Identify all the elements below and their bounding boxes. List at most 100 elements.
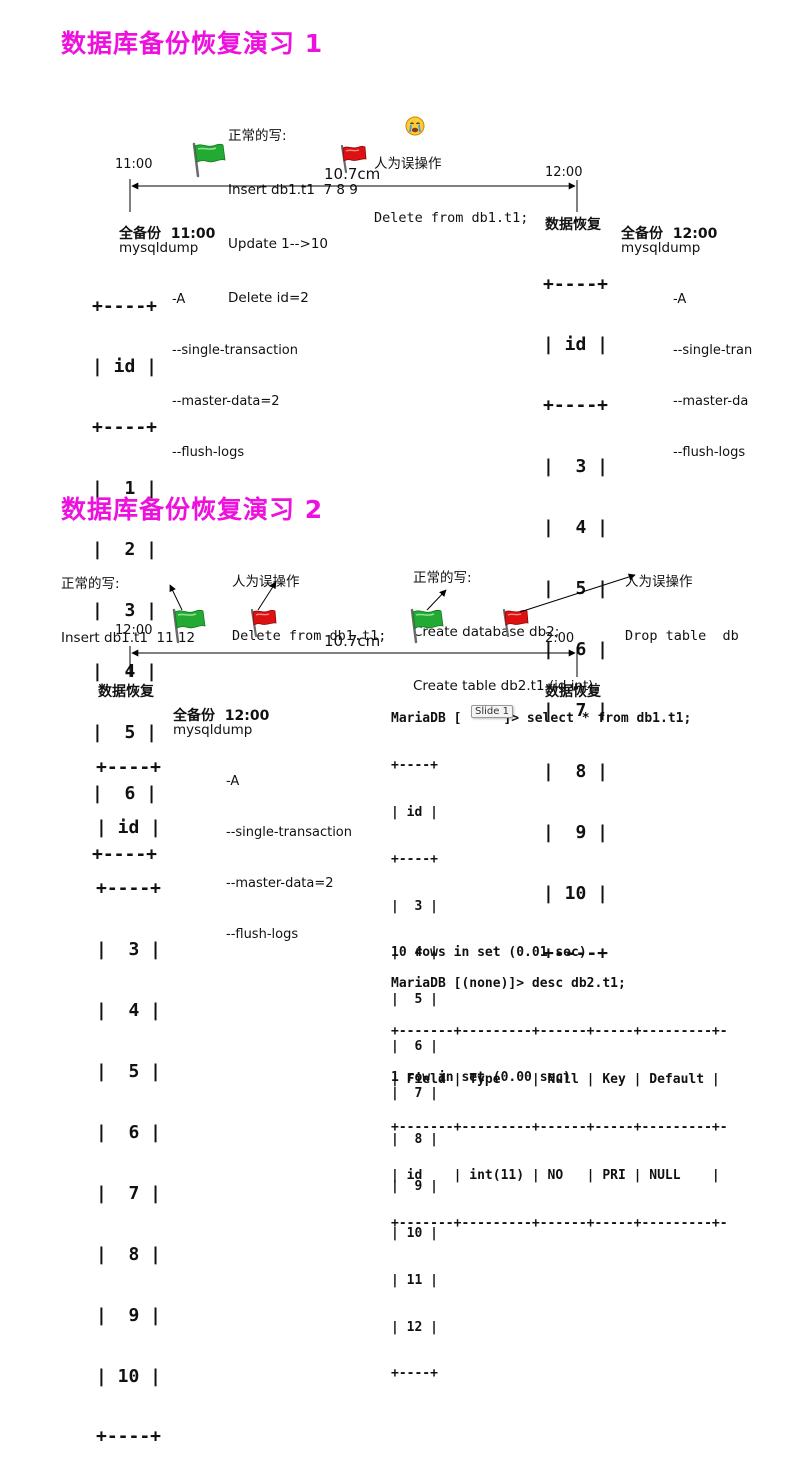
error-op-label: 人为误操作	[374, 156, 442, 172]
table-row: | 6 |	[391, 1038, 438, 1054]
table-row: +----+	[543, 943, 609, 965]
normal-writes-label: 正常的写:	[61, 576, 120, 592]
table-row: +----+	[96, 878, 162, 900]
console-prompt-select: MariaDB []> select * from db1.t1;	[391, 711, 691, 727]
normal-writes-1: 正常的写: Insert db1.t1 7 8 9 Update 1-->10 …	[228, 91, 358, 325]
callout-arrow	[257, 581, 277, 611]
normal-writes-label: 正常的写:	[228, 128, 287, 144]
backup-option: -A	[226, 774, 240, 789]
slide-tooltip: Slide 1	[471, 705, 513, 718]
backup-tool: mysqldump	[173, 722, 253, 738]
table-row: | 6 |	[96, 1121, 162, 1143]
crying-face-icon	[395, 97, 425, 136]
table-row: +-------+---------+------+-----+--------…	[391, 1024, 728, 1039]
data-restore-header: 数据恢复	[545, 217, 601, 233]
table-row: | 6 |	[543, 638, 609, 660]
table-row: | 1 |	[92, 478, 158, 500]
backup-option: -A	[172, 292, 186, 307]
green-flag-icon	[172, 608, 207, 644]
timeline1-end-time: 12:00	[545, 165, 583, 180]
table-row: | 3 |	[543, 456, 609, 478]
green-flag-icon	[192, 142, 227, 178]
backup-option: -A	[673, 292, 687, 307]
normal-writes-2a: 正常的写: Insert db1.t1 11 12	[61, 539, 195, 665]
table-row: | id |	[391, 804, 438, 820]
table-row: | 4 |	[96, 1000, 162, 1022]
table-row: | 5 |	[96, 1061, 162, 1083]
red-flag-icon	[250, 608, 278, 638]
table-row: +----+	[92, 295, 158, 317]
table-row: | 10 |	[543, 882, 609, 904]
table-row: | 11 |	[391, 1272, 438, 1288]
backup-options: -A --single-tran --master-da --flush-log…	[673, 257, 752, 478]
table-row: | id | int(11) | NO | PRI | NULL |	[391, 1168, 720, 1183]
normal-writes-line: Update 1-->10	[228, 236, 329, 252]
timeline2-end-time: 2:00	[545, 631, 575, 646]
table-row: +----+	[92, 843, 158, 865]
table-row: +----+	[543, 395, 609, 417]
table-row: +----+	[391, 851, 438, 867]
backup-tool: mysqldump	[119, 240, 199, 256]
diagram-graphics	[129, 142, 636, 677]
table-row: | id |	[96, 817, 162, 839]
backup-option: --single-transaction	[226, 825, 352, 840]
table-row: | 6 |	[92, 782, 158, 804]
table-row: | 9 |	[96, 1304, 162, 1326]
console-prompt-desc: MariaDB [(none)]> desc db2.t1;	[391, 976, 626, 991]
timeline2-start-time: 12:00	[115, 623, 153, 638]
red-flag-icon	[340, 144, 368, 174]
table-row: | 8 |	[543, 760, 609, 782]
table-row: | 3 |	[92, 600, 158, 622]
full-backup-header: 全备份 11:00	[119, 226, 216, 242]
error-op-command: Delete from db1.t1;	[374, 210, 529, 226]
table-row: | 3 |	[391, 898, 438, 914]
table-row: | 5 |	[92, 721, 158, 743]
data-restore-header: 数据恢复	[98, 684, 154, 700]
backup-option: --master-da	[673, 394, 749, 409]
table-row: +----+	[96, 1426, 162, 1448]
timeline2-distance: 10.7cm	[324, 632, 381, 650]
table-row: | 8 |	[96, 1243, 162, 1265]
select-result-summary: 10 rows in set (0.01 sec)	[391, 945, 587, 960]
backup-id-table: +----+ | id | +----+ | 1 | | 2 | | 3 | |…	[92, 256, 157, 885]
normal-writes-label: 正常的写:	[413, 570, 472, 586]
table-row: | Field | Type | Null | Key | Default |	[391, 1072, 720, 1087]
backup-option: --master-data=2	[172, 394, 280, 409]
restore-id-table: +----+ | id | +----+ | 3 | | 4 | | 5 | |…	[543, 234, 608, 985]
table-row: | 7 |	[96, 1182, 162, 1204]
error-op-command: Drop table db	[625, 628, 739, 644]
timeline1-distance: 10.7cm	[324, 165, 381, 183]
console-prompt-suffix: ]> select * from db1.t1;	[503, 711, 692, 726]
backup-option: --flush-logs	[673, 445, 746, 460]
table-row: | 7 |	[391, 1085, 438, 1101]
table-row: +-------+---------+------+-----+--------…	[391, 1216, 728, 1231]
error-op-2b: 人为误操作 Drop table db	[625, 537, 752, 663]
section2-title: 数据库备份恢复演习 2	[61, 495, 324, 524]
error-op-1: 人为误操作 Delete from db1.t1;	[374, 119, 528, 245]
error-op-label: 人为误操作	[625, 574, 693, 590]
callout-arrow	[169, 584, 183, 611]
backup-option: --flush-logs	[172, 445, 245, 460]
table-row: | id |	[543, 334, 609, 356]
callout-arrow	[519, 573, 636, 613]
full-backup-header: 全备份 12:00	[621, 226, 718, 242]
section1-title: 数据库备份恢复演习 1	[61, 29, 324, 58]
desc-result-summary: 1 row in set (0.00 sec)	[391, 1070, 572, 1085]
normal-writes-line: Insert db1.t1 11 12	[61, 630, 196, 646]
backup-tool: mysqldump	[621, 240, 701, 256]
table-row: | 5 |	[543, 578, 609, 600]
table-row: | 2 |	[92, 539, 158, 561]
table-row: | 7 |	[543, 699, 609, 721]
table-row: +----+	[96, 756, 162, 778]
backup-option: --flush-logs	[226, 927, 299, 942]
table-row: | 4 |	[543, 517, 609, 539]
backup-option: --single-tran	[673, 343, 752, 358]
backup-options: -A --single-transaction --master-data=2 …	[226, 739, 352, 960]
timeline1-start-time: 11:00	[115, 157, 153, 172]
table-row: +----+	[391, 758, 438, 774]
red-flag-icon	[502, 608, 530, 638]
normal-writes-line: Delete id=2	[228, 290, 309, 306]
callout-arrow	[426, 589, 447, 611]
table-row: | 4 |	[391, 945, 438, 961]
data-restore-header: 数据恢复	[545, 684, 601, 700]
